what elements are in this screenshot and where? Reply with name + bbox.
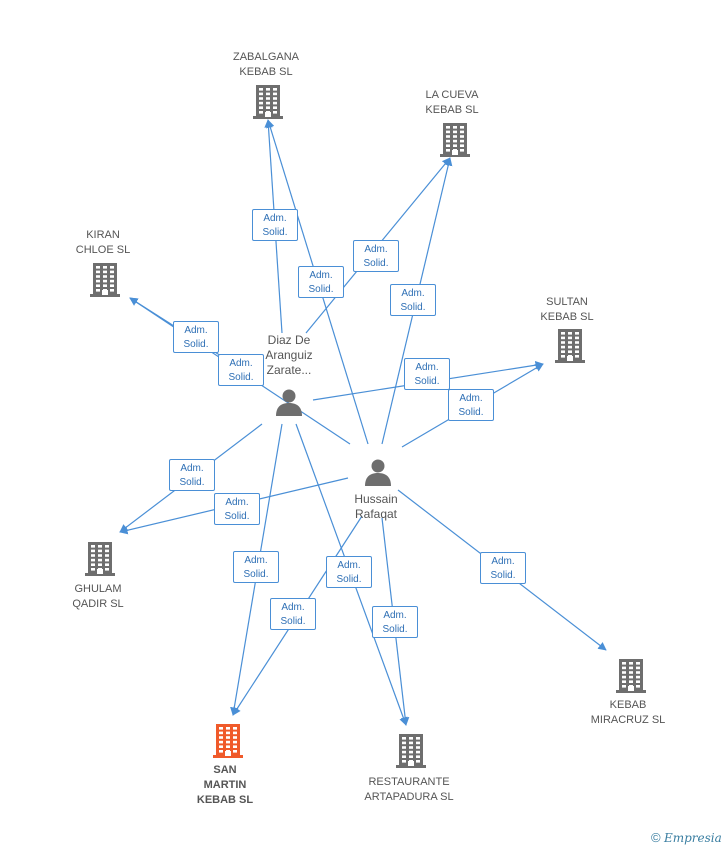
building-icon[interactable]: [440, 123, 470, 162]
edge-label-diaz-sanmartin[interactable]: Adm. Solid.: [233, 551, 279, 583]
edge-label-hussain-ghulam[interactable]: Adm. Solid.: [214, 493, 260, 525]
edge-label-hussain-sanmartin[interactable]: Adm. Solid.: [270, 598, 316, 630]
edge-label-diaz-sultan[interactable]: Adm. Solid.: [404, 358, 450, 390]
copyright-symbol: ©: [651, 830, 661, 845]
company-name-lacueva[interactable]: LA CUEVA KEBAB SL: [425, 89, 479, 116]
person-name-diaz[interactable]: Diaz De Aranguiz Zarate...: [265, 333, 313, 377]
edge-label-diaz-ghulam[interactable]: Adm. Solid.: [169, 459, 215, 491]
building-icon[interactable]: [616, 659, 646, 698]
building-icon[interactable]: [253, 85, 283, 124]
edge-label-hussain-sultan[interactable]: Adm. Solid.: [448, 389, 494, 421]
person-icon[interactable]: [275, 388, 303, 421]
building-icon[interactable]: [555, 329, 585, 368]
company-name-sanmartin[interactable]: SAN MARTIN KEBAB SL: [196, 764, 254, 806]
person-icon[interactable]: [364, 458, 392, 491]
company-name-sultan[interactable]: SULTAN KEBAB SL: [540, 296, 594, 323]
edge-label-hussain-kiran[interactable]: Adm. Solid.: [218, 354, 264, 386]
footer-brand[interactable]: © Empresia: [651, 830, 722, 845]
company-name-restaurante[interactable]: RESTAURANTE ARTAPADURA SL: [364, 776, 454, 803]
building-icon[interactable]: [90, 263, 120, 302]
company-name-zabalgana[interactable]: ZABALGANA KEBAB SL: [232, 51, 300, 78]
building-icon[interactable]: [213, 724, 243, 763]
brand-name: Empresia: [663, 831, 722, 845]
edge-label-diaz-restaurante[interactable]: Adm. Solid.: [326, 556, 372, 588]
edge-label-diaz-zabalgana[interactable]: Adm. Solid.: [252, 209, 298, 241]
edge-label-diaz-kiran[interactable]: Adm. Solid.: [173, 321, 219, 353]
company-name-kiran[interactable]: KIRAN CHLOE SL: [75, 229, 131, 256]
edge-label-diaz-lacueva[interactable]: Adm. Solid.: [353, 240, 399, 272]
edge-label-hussain-zabalgana[interactable]: Adm. Solid.: [298, 266, 344, 298]
company-name-ghulam[interactable]: GHULAM QADIR SL: [72, 583, 124, 610]
edge-label-hussain-lacueva[interactable]: Adm. Solid.: [390, 284, 436, 316]
building-icon[interactable]: [85, 542, 115, 581]
edge-label-hussain-miracruz[interactable]: Adm. Solid.: [480, 552, 526, 584]
person-name-hussain[interactable]: Hussain Rafaqat: [354, 492, 398, 521]
company-name-miracruz[interactable]: KEBAB MIRACRUZ SL: [590, 699, 666, 726]
edge-label-hussain-restaurante[interactable]: Adm. Solid.: [372, 606, 418, 638]
building-icon[interactable]: [396, 734, 426, 773]
